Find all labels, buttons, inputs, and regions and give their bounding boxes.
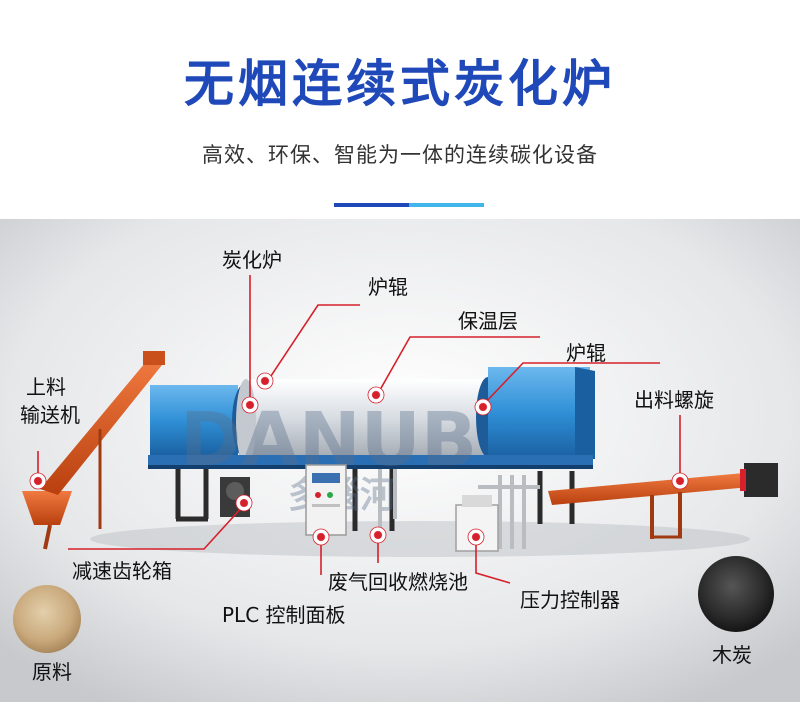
plc-cabinet — [305, 464, 347, 536]
gas-recovery-pipes — [378, 469, 540, 549]
label-raw-material: 原料 — [32, 660, 72, 684]
machine-diagram: DANUB 多瑙河 — [0, 219, 800, 702]
label-furnace-roller-1: 炉辊 — [368, 275, 408, 299]
page-title: 无烟连续式炭化炉 — [184, 55, 616, 113]
label-pressure-controller: 压力控制器 — [520, 588, 620, 612]
raw-material-heap — [13, 585, 81, 653]
label-discharge-screw: 出料螺旋 — [634, 388, 714, 412]
label-feeder-line-2: 输送机 — [20, 403, 80, 427]
marker-dots — [29, 372, 689, 546]
label-feeder-line-1: 上料 — [26, 375, 66, 399]
label-gas-recovery-burner: 废气回收燃烧池 — [328, 570, 468, 594]
label-furnace-roller-2: 炉辊 — [566, 341, 606, 365]
label-carbonizer: 炭化炉 — [222, 248, 282, 272]
carbonization-kiln — [148, 367, 595, 531]
discharge-screw — [548, 463, 778, 539]
diagram-area: DANUB 多瑙河 — [0, 219, 800, 702]
charcoal-heap — [698, 556, 774, 632]
label-plc-panel: PLC 控制面板 — [222, 603, 346, 627]
label-insulation-layer: 保温层 — [458, 309, 518, 333]
label-charcoal: 木炭 — [712, 643, 752, 667]
page-subtitle: 高效、环保、智能为一体的连续碳化设备 — [202, 143, 598, 167]
feeder-conveyor — [22, 351, 165, 550]
pressure-controller — [455, 495, 499, 552]
leader-lines — [37, 275, 681, 584]
title-divider — [334, 203, 484, 207]
label-gearbox: 减速齿轮箱 — [72, 559, 172, 583]
